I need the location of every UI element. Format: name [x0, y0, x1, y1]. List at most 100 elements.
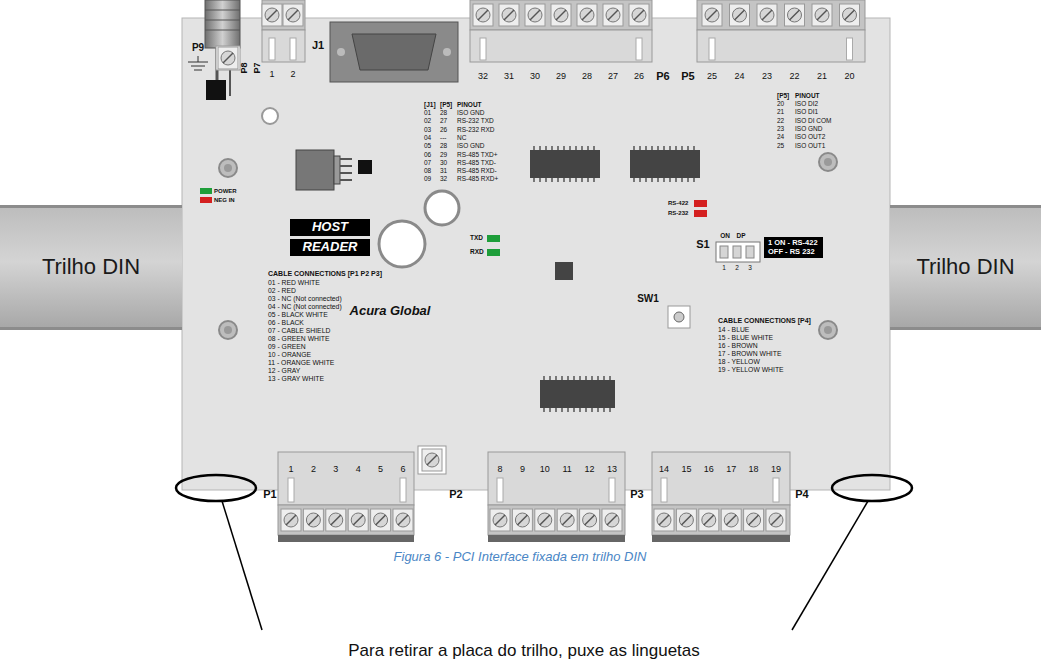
tag-box: READER [290, 239, 370, 256]
din-rail: Trilho DIN [890, 205, 1041, 330]
mounting-hole [819, 321, 837, 339]
pin-number: 11 [563, 465, 572, 474]
ic-pin [557, 178, 559, 182]
screw-slot [582, 10, 592, 20]
terminal-screw [843, 8, 857, 22]
regulator-pin [340, 179, 352, 181]
ic-pin [579, 376, 581, 380]
ic-pin [681, 146, 683, 150]
screw-slot [659, 515, 669, 525]
tab-highlight [832, 475, 912, 501]
ic-pin [551, 178, 553, 182]
screw-slot [478, 10, 488, 20]
terminal-cell [551, 4, 571, 26]
connector-tab [709, 38, 715, 60]
node-text: 1 ON - RS-422 [768, 239, 818, 247]
db9-connector [330, 22, 458, 82]
screw-slot [223, 53, 233, 63]
table-cell: ISO GND [457, 110, 484, 117]
sma-connector [205, 0, 240, 48]
terminal-cell [785, 4, 805, 26]
ic-pin [675, 178, 677, 182]
table-header: [P5] [440, 102, 452, 109]
switch-number: 2 [735, 265, 739, 272]
terminal-block [278, 505, 414, 535]
sma-thread [205, 10, 240, 11]
connector-tab [480, 38, 486, 60]
terminal-cell [490, 509, 510, 531]
ic-pin [563, 146, 565, 150]
led-label: RS-232 [668, 210, 688, 216]
red-led [200, 197, 212, 203]
cable-color: 07 - CABLE SHIELD [268, 328, 330, 335]
ic-pin [573, 376, 575, 380]
screw-slot [556, 10, 566, 20]
ic-pin [555, 408, 557, 412]
screw-slot [540, 515, 550, 525]
connector-name: P9 [192, 43, 204, 53]
terminal-cell [577, 4, 597, 26]
terminal-cell [281, 509, 301, 531]
terminal-cell [654, 509, 674, 531]
capacitor [379, 221, 425, 267]
terminal-screw [351, 513, 365, 527]
button-name: SW1 [637, 294, 659, 304]
screw-slot [376, 515, 386, 525]
regulator-pin [340, 172, 352, 174]
screw-slot [704, 515, 714, 525]
terminal-block [488, 505, 625, 535]
terminal-cell [473, 4, 493, 26]
ic-pin [651, 146, 653, 150]
cable-color: 12 - GRAY [268, 368, 300, 375]
ic-pin [557, 146, 559, 150]
terminal-cell [283, 4, 303, 26]
screw-slot [607, 515, 617, 525]
table-cell: 28 [440, 110, 447, 117]
terminal-cell [262, 4, 282, 26]
pin-number: 27 [608, 72, 618, 81]
ground-terminal [216, 46, 240, 70]
sma-thread [205, 20, 240, 21]
dip-toggle [733, 246, 741, 258]
mounting-hole [219, 321, 237, 339]
table-cell: 22 [777, 117, 784, 124]
cable-table-header: CABLE CONNECTIONS [P4] [718, 317, 811, 324]
ground-symbol [191, 66, 205, 67]
ic-pin [609, 376, 611, 380]
ic-pin [645, 178, 647, 182]
ic-pin [585, 376, 587, 380]
cable-color: 02 - RED [268, 288, 296, 295]
terminal-screw [286, 8, 300, 22]
terminal-screw [705, 8, 719, 22]
terminal-block [470, 0, 652, 30]
connector-tab [269, 38, 275, 60]
connector-tab [288, 478, 294, 502]
connector-housing [652, 452, 790, 505]
table-cell: 32 [440, 176, 447, 183]
terminal-screw [265, 8, 279, 22]
cable-color: 04 - NC (Not connected) [268, 304, 342, 311]
pin-number: 23 [762, 72, 772, 81]
pin-number: 24 [734, 72, 744, 81]
ic-pin [561, 376, 563, 380]
terminal-cell [840, 4, 860, 26]
table-cell: 09 [424, 176, 431, 183]
table-header: PINOUT [457, 102, 482, 109]
brand-name: Acura Global [350, 304, 431, 317]
connector-name: P6 [656, 71, 669, 82]
terminal-base [278, 535, 414, 542]
connector-tab [847, 38, 853, 60]
ic-chip [555, 262, 573, 280]
screw-slot [331, 515, 341, 525]
table-cell: 06 [424, 151, 431, 158]
table-cell: 23 [777, 126, 784, 133]
pin-number: 28 [582, 72, 592, 81]
cable-color: 08 - GREEN WHITE [268, 336, 330, 343]
ic-pin [549, 408, 551, 412]
ic-pin [681, 178, 683, 182]
pin-number: 16 [704, 465, 714, 474]
screw-slot [749, 515, 759, 525]
db9-screw [337, 48, 345, 56]
capacitor [425, 191, 459, 225]
table-cell: --- [440, 135, 447, 142]
